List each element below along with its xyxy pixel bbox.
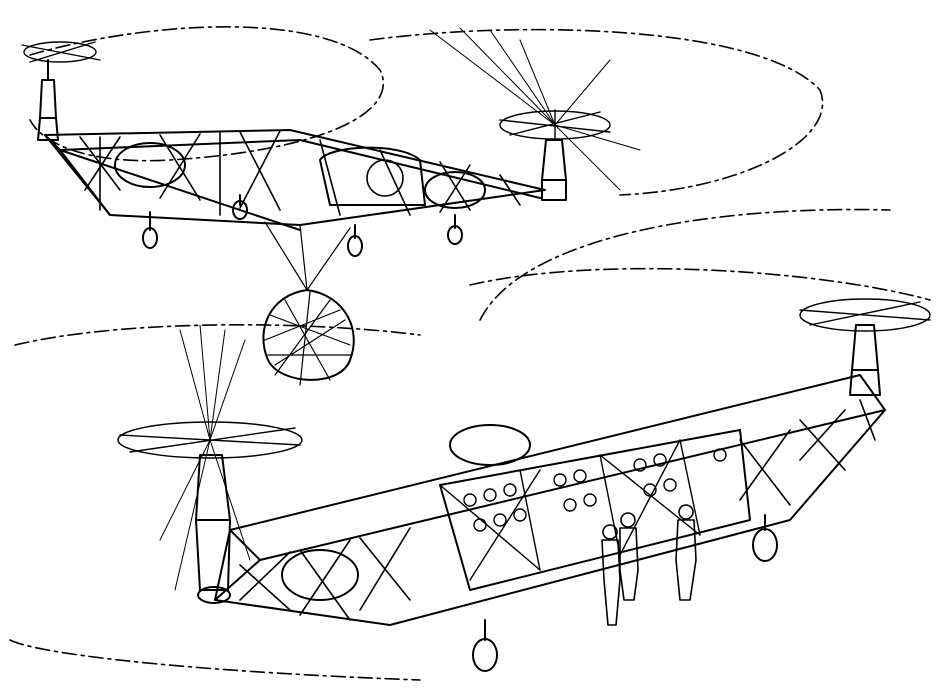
upper-rotor-disc-left bbox=[29, 26, 385, 162]
lower-aircraft bbox=[9, 208, 931, 681]
lower-engine-left bbox=[281, 549, 359, 601]
upper-rotor-hub-left bbox=[21, 41, 101, 141]
lower-rotor-hub-right bbox=[799, 298, 931, 396]
troop-cabin bbox=[439, 429, 751, 591]
upper-aircraft bbox=[21, 26, 824, 386]
upper-rotor-disc-right bbox=[369, 28, 824, 196]
standing-soldiers bbox=[601, 504, 697, 626]
upper-engine-left bbox=[114, 142, 186, 188]
upper-cockpit bbox=[319, 146, 426, 206]
lower-truss-members bbox=[239, 399, 876, 621]
lower-landing-gear bbox=[472, 514, 778, 672]
troop-cabin-frame bbox=[439, 439, 701, 581]
seated-troops bbox=[463, 448, 727, 532]
lower-rotor-wash-lines-left bbox=[159, 324, 251, 591]
upper-landing-gear bbox=[142, 194, 463, 257]
lower-rotor-disc-left bbox=[9, 323, 421, 681]
upper-engine-right bbox=[424, 171, 486, 209]
lower-rotor-disc-right bbox=[469, 208, 931, 321]
upper-rotor-wash-lines bbox=[429, 27, 641, 191]
lower-engine-top bbox=[449, 424, 531, 466]
upper-rotor-hub-right bbox=[499, 109, 611, 201]
lower-truss-lower-edge bbox=[389, 409, 886, 626]
upper-truss-members bbox=[79, 130, 521, 216]
sling-lines bbox=[264, 221, 351, 291]
